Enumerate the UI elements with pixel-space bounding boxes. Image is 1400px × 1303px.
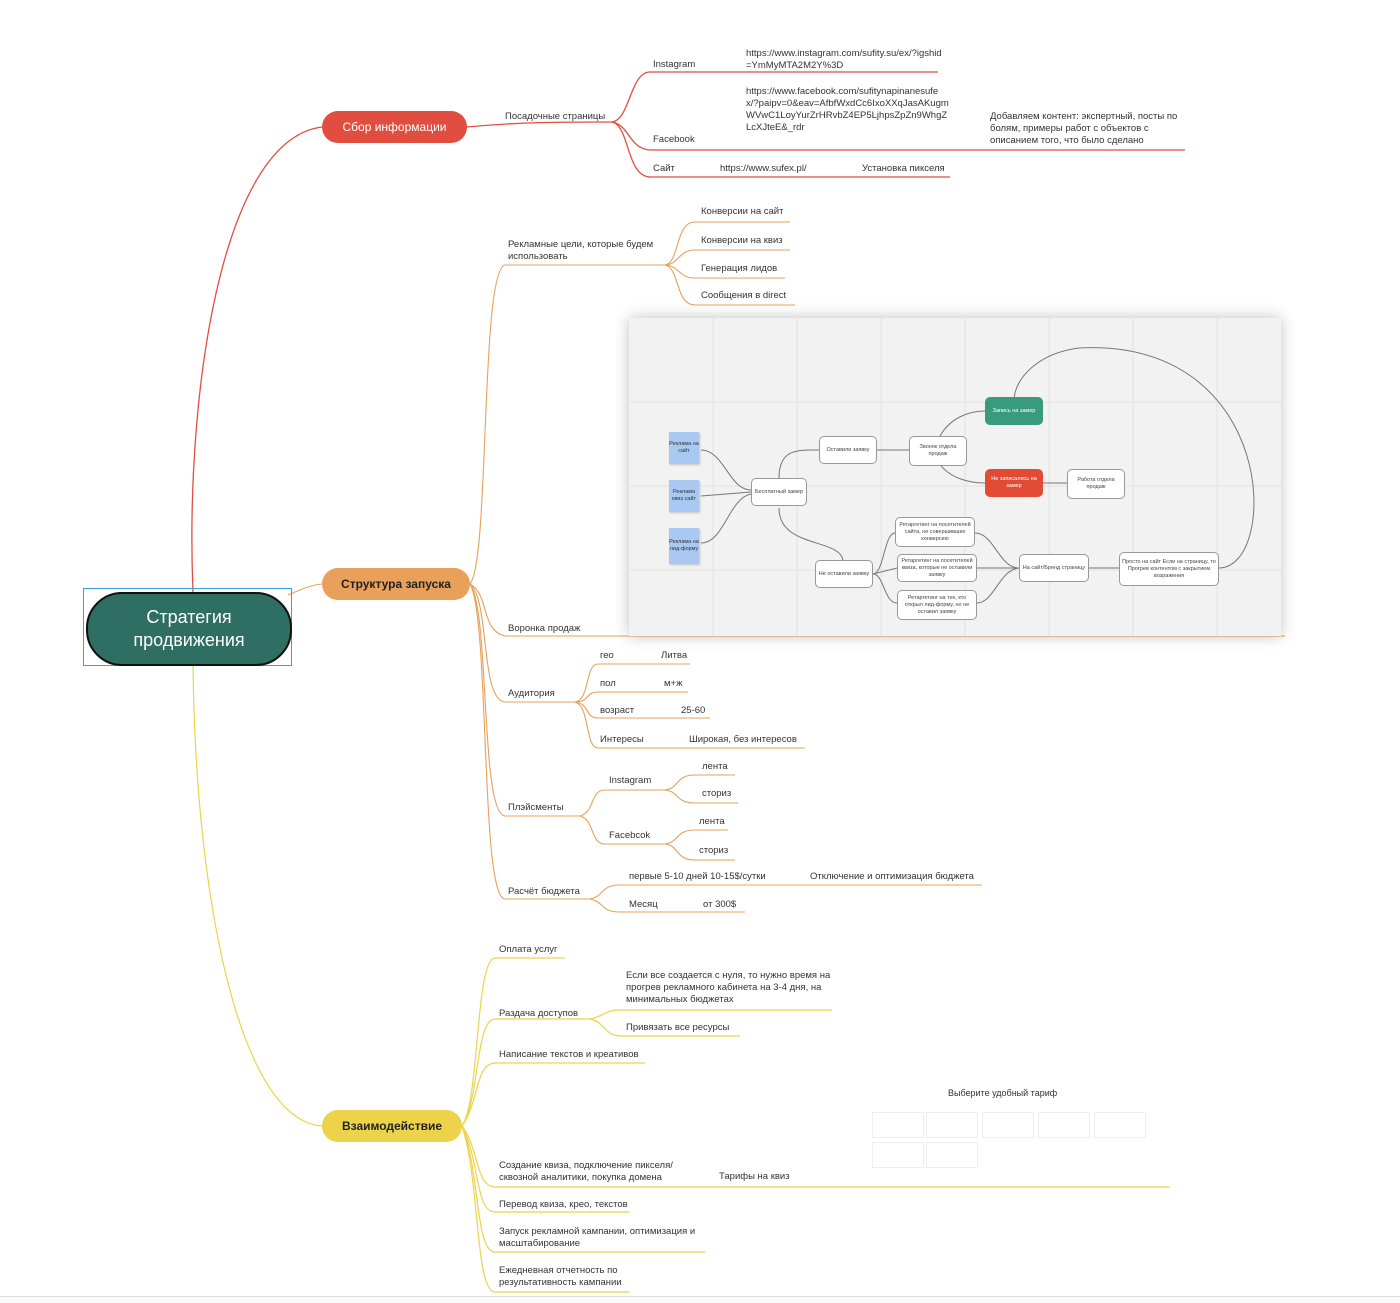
root-title: Стратегия продвижения — [133, 607, 245, 650]
access-note: Привязать все ресурсы — [626, 1022, 730, 1033]
audience-key: возраст — [600, 705, 635, 716]
placement-stories: сториз — [702, 788, 732, 799]
tariff-card — [982, 1112, 1034, 1138]
interact-item: Создание квиза, подключение пикселя/скво… — [499, 1160, 673, 1183]
audience-key: гео — [600, 650, 614, 661]
goal-item: Сообщения в direct — [701, 290, 787, 301]
funnel-sticky[interactable]: Реклама на лид-форму — [669, 528, 699, 564]
site-url[interactable]: https://www.sufex.pl/ — [720, 163, 807, 174]
interact-item: Перевод квиза, крео, текстов — [499, 1199, 628, 1210]
interact-item: Раздача доступов — [499, 1008, 579, 1019]
access-note: Если все создается с нуля, то нужно врем… — [626, 970, 831, 1005]
goal-item: Конверсии на квиз — [701, 235, 783, 246]
funnel-site-page[interactable]: На сайт/Бренд страницу — [1019, 554, 1089, 582]
landing-pages-label: Посадочные страницы — [505, 111, 606, 122]
root-node[interactable]: Стратегия продвижения — [86, 592, 292, 666]
tariff-thumbnail[interactable]: Выберите удобный тариф — [866, 1072, 1148, 1176]
budget-first: первые 5-10 дней 10-15$/сутки — [629, 871, 766, 882]
audience-value: Широкая, без интересов — [689, 734, 797, 745]
facebook-note: Добавляем контент: экспертный, посты по … — [990, 111, 1178, 146]
goal-item: Генерация лидов — [701, 263, 778, 274]
branch-launch-node[interactable]: Структура запуска — [322, 568, 470, 600]
funnel-grid — [629, 318, 1281, 636]
funnel-free-measure[interactable]: Бесплатный замер — [751, 478, 807, 506]
audience-value: Литва — [661, 650, 688, 661]
branch-info-node[interactable]: Сбор информации — [322, 111, 467, 143]
interact-item: Написание текстов и креативов — [499, 1049, 639, 1060]
budget-month-value: от 300$ — [703, 899, 737, 910]
goals-label: Рекламные цели, которые будем использова… — [508, 239, 654, 262]
tariff-card — [926, 1112, 978, 1138]
instagram-url[interactable]: https://www.instagram.com/sufity.su/ex/?… — [746, 48, 942, 71]
funnel-measure-sale[interactable]: Запись на замер — [985, 397, 1043, 425]
funnel-sticky[interactable]: Реклама квиз сайт — [669, 480, 699, 512]
branch-info-label: Сбор информации — [342, 120, 447, 134]
interact-item: Оплата услуг — [499, 944, 558, 955]
funnel-retarget-quiz[interactable]: Ретаргетинг на посетителей квиза, которы… — [897, 554, 977, 582]
funnel-sales-work[interactable]: Работа отдела продаж — [1067, 469, 1125, 499]
audience-value: 25-60 — [681, 705, 706, 716]
interact-item: Ежедневная отчетность по результативност… — [499, 1265, 622, 1288]
audience-key: пол — [600, 678, 616, 689]
branch-launch-label: Структура запуска — [341, 577, 451, 591]
funnel-left-request[interactable]: Оставили заявку — [819, 436, 877, 464]
branch-interact-node[interactable]: Взаимодействие — [322, 1110, 462, 1142]
goal-item: Конверсии на сайт — [701, 206, 784, 217]
funnel-no-measure[interactable]: Не записались на замер — [985, 469, 1043, 497]
funnel-board[interactable]: Реклама на сайт Реклама квиз сайт Реклам… — [629, 318, 1281, 636]
facebook-url[interactable]: https://www.facebook.com/sufitynapinanes… — [746, 86, 949, 133]
funnel-label: Воронка продаж — [508, 623, 581, 634]
placement-feed: лента — [699, 816, 725, 827]
funnel-retarget-site[interactable]: Ретаргетинг на посетителей сайта, не сов… — [895, 517, 975, 547]
funnel-retarget-leadform[interactable]: Ретаргетинг на тех, кто открыл лид-форму… — [897, 590, 977, 620]
site-note: Установка пикселя — [862, 163, 945, 174]
audience-value: м+ж — [664, 678, 683, 689]
budget-label: Расчёт бюджета — [508, 886, 580, 897]
placement-feed: лента — [702, 761, 728, 772]
placement-stories: сториз — [699, 845, 729, 856]
branch-interact-label: Взаимодействие — [341, 1119, 443, 1133]
audience-key: Интересы — [600, 734, 644, 745]
interact-item: Запуск рекламной кампании, оптимизация и… — [499, 1226, 696, 1249]
tariff-card — [1094, 1112, 1146, 1138]
funnel-sales-call[interactable]: Звонок отдела продаж — [909, 436, 967, 466]
funnel-sticky[interactable]: Реклама на сайт — [669, 432, 699, 464]
facebook-label: Facebook — [653, 134, 695, 145]
placement-facebook: Facebcok — [609, 830, 651, 841]
site-label: Сайт — [653, 163, 675, 174]
funnel-warmup[interactable]: Просто на сайт Если на страницу, то Прог… — [1119, 552, 1219, 586]
placement-instagram: Instagram — [609, 775, 652, 786]
budget-month: Месяц — [629, 899, 658, 910]
tariff-title: Выберите удобный тариф — [948, 1088, 1058, 1098]
instagram-label: Instagram — [653, 59, 696, 70]
budget-note: Отключение и оптимизация бюджета — [810, 871, 974, 882]
audience-label: Аудитория — [508, 688, 555, 699]
tariff-card — [872, 1112, 924, 1138]
funnel-no-request[interactable]: Не оставили заявку — [815, 560, 873, 588]
bottom-scroll-edge — [0, 1296, 1400, 1303]
tariff-card — [926, 1142, 978, 1168]
tariff-card — [872, 1142, 924, 1168]
tariff-card — [1038, 1112, 1090, 1138]
quiz-tariffs-label: Тарифы на квиз — [719, 1171, 790, 1182]
placements-label: Плэйсменты — [508, 802, 564, 813]
